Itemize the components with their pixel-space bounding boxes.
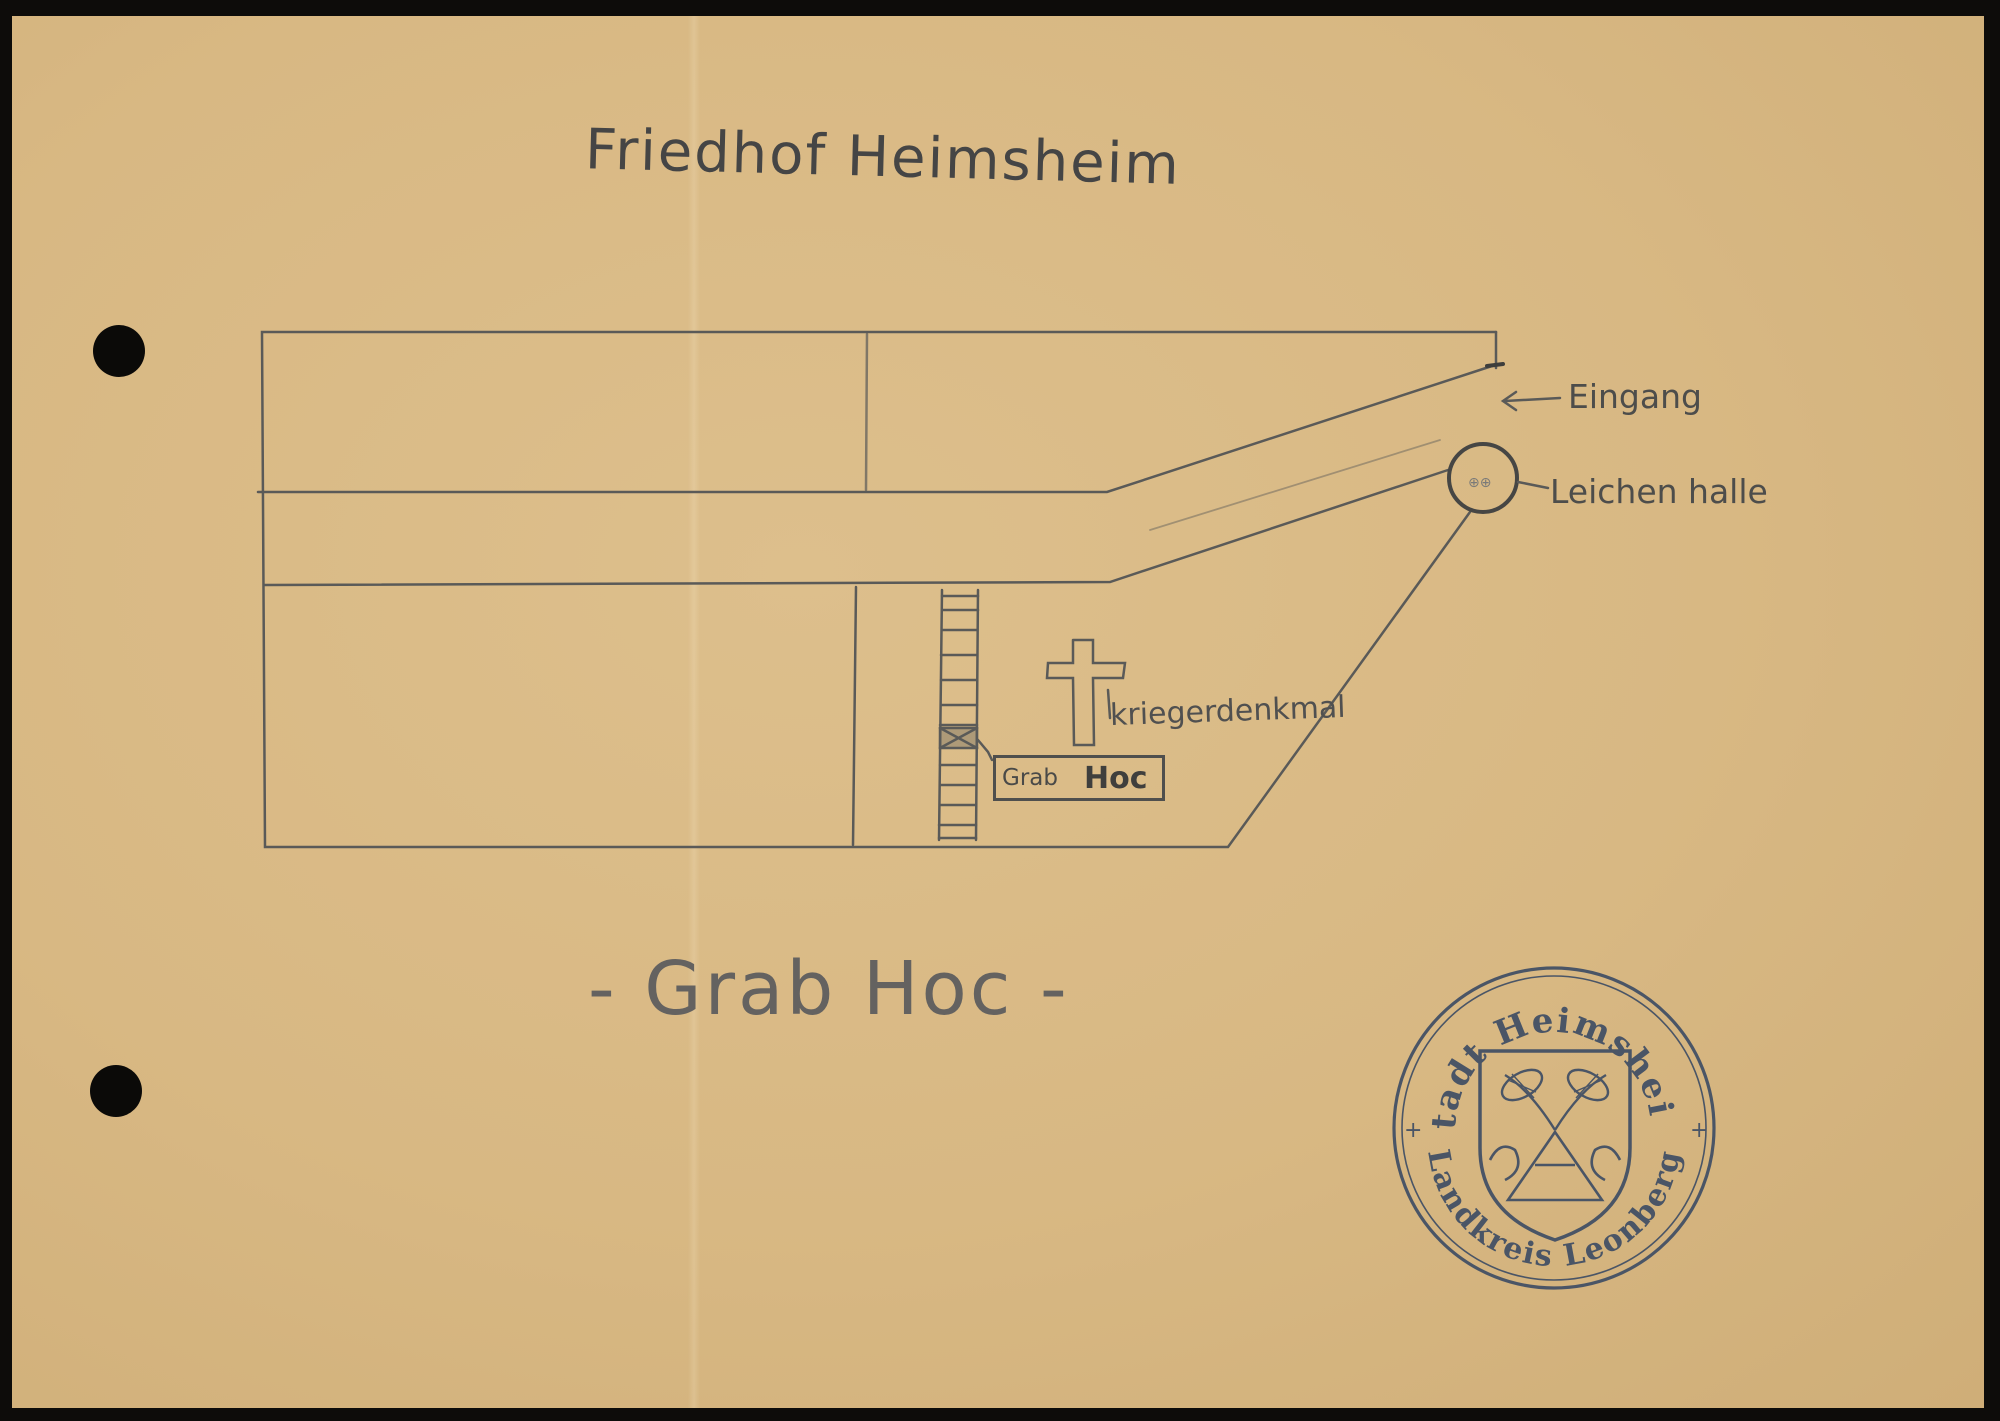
grave-row-right xyxy=(974,588,980,842)
memorial-pointer xyxy=(1106,688,1112,720)
grave-label-box: Grab Hoc xyxy=(993,755,1165,801)
paper-sheet xyxy=(12,16,1984,1408)
memorial-cross xyxy=(1045,638,1127,747)
path-upper-edge xyxy=(256,364,1494,494)
morgue-circle-mark: ⊕⊕ xyxy=(1468,475,1491,491)
entrance-gate xyxy=(1485,362,1505,368)
official-stamp: + + Stadt Heimsheim Landkreis Leonberg xyxy=(0,0,1716,1290)
svg-text:+: + xyxy=(1404,1118,1422,1143)
grave-row-rungs xyxy=(937,594,980,840)
wheat-ears xyxy=(1500,1068,1610,1131)
plough-emblem xyxy=(1488,1129,1622,1202)
morgue-pointer xyxy=(1516,480,1550,490)
entrance-arrow-head xyxy=(1500,390,1518,412)
morgue-circle xyxy=(1447,442,1519,514)
punch-hole-bottom xyxy=(90,1065,142,1117)
grave-label-name: Hoc xyxy=(1084,761,1148,796)
path-inner-line xyxy=(1149,439,1441,531)
grave-caption: - Grab Hoc - xyxy=(588,946,1070,1032)
entrance-arrow-shaft xyxy=(1503,396,1562,403)
grave-pointer xyxy=(976,738,994,762)
plan-boundary xyxy=(260,330,1498,849)
coat-of-arms-shield xyxy=(1478,1049,1632,1242)
paper-fold xyxy=(688,16,700,1408)
marked-grave-x2 xyxy=(938,726,979,750)
svg-text:+: + xyxy=(1690,1118,1708,1143)
grave-row-left xyxy=(937,588,944,842)
morgue-label: Leichen halle xyxy=(1550,472,1768,511)
path-lower-edge xyxy=(262,468,1450,587)
plot-divider-lower xyxy=(851,585,858,847)
punch-hole-top xyxy=(93,325,145,377)
plot-divider-upper xyxy=(864,332,869,492)
entrance-label: Eingang xyxy=(1568,377,1702,416)
grave-label-word: Grab xyxy=(1002,765,1058,791)
war-memorial-label: kriegerdenkmal xyxy=(1109,689,1347,734)
